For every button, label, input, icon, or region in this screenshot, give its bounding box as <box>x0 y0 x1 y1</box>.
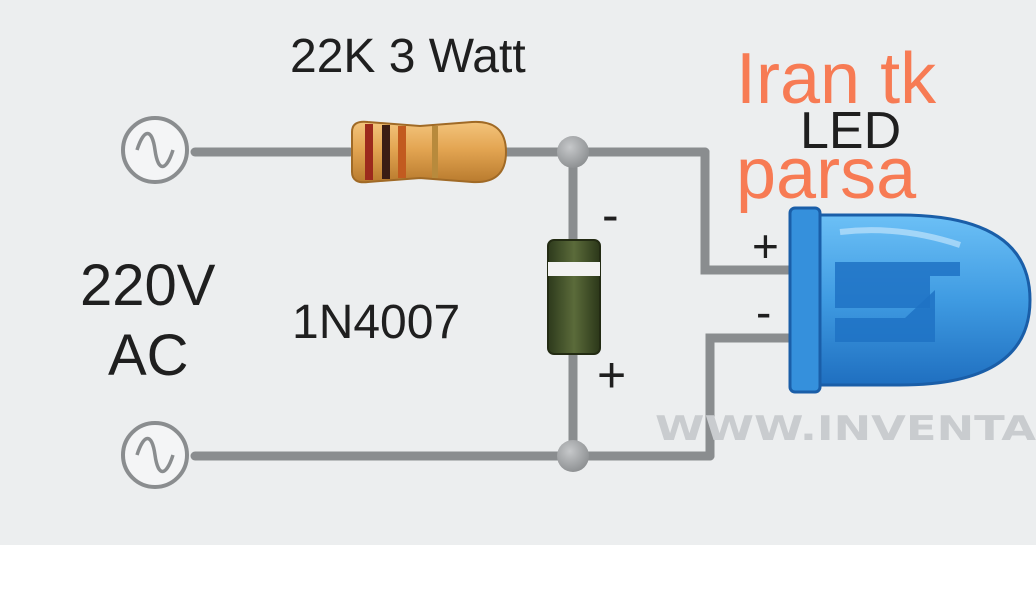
overlay-text-line1: Iran tk <box>736 39 937 119</box>
led <box>788 206 1032 394</box>
source-voltage-label: 220V <box>80 253 216 318</box>
ac-source-icon <box>121 116 189 184</box>
led-flange <box>788 206 822 394</box>
resistor-band-1 <box>365 124 373 180</box>
wire-to-led-anode <box>700 147 800 275</box>
resistor-band-2 <box>382 125 390 179</box>
watermark-text: WWW.INVENTA <box>655 409 1036 449</box>
wire-to-led-cathode <box>705 333 800 461</box>
diode-label: 1N4007 <box>292 296 460 349</box>
diode-minus-label: - <box>602 187 619 243</box>
resistor <box>351 120 508 184</box>
led-post <box>835 290 935 342</box>
resistor-label: 22K 3 Watt <box>290 30 526 83</box>
diode-cathode-band <box>548 262 600 276</box>
overlay-text-line2: parsa <box>736 134 917 214</box>
bottom-margin <box>0 545 1036 595</box>
resistor-band-3 <box>398 126 406 178</box>
led-plus-label: + <box>752 220 779 272</box>
diode <box>547 239 601 355</box>
led-minus-label: - <box>756 286 771 338</box>
ac-source-icon <box>121 421 189 489</box>
junction-node-top <box>557 136 589 168</box>
led-label: LED <box>800 102 901 160</box>
resistor-band-4 <box>432 126 438 178</box>
source-type-label: AC <box>108 323 189 388</box>
diode-plus-label: + <box>597 347 626 403</box>
junction-node-bottom <box>557 440 589 472</box>
